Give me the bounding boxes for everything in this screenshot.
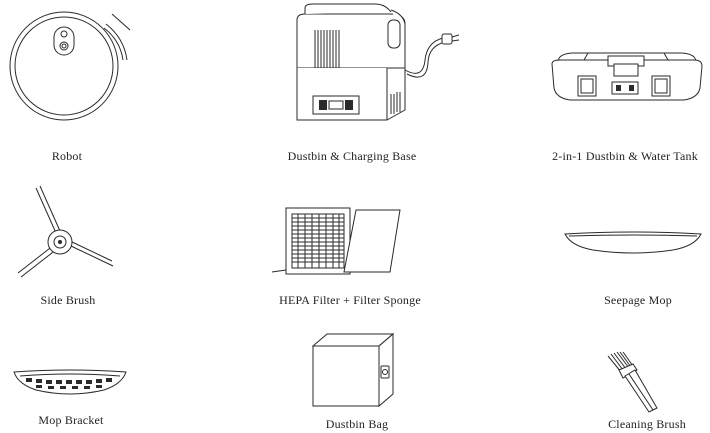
- dustbin-bag-icon: [307, 332, 399, 410]
- item-label: Side Brush: [40, 293, 96, 307]
- item-label: Cleaning Brush: [608, 417, 686, 431]
- item-label: Dustbin & Charging Base: [287, 149, 417, 163]
- seepage-mop-icon: [563, 228, 703, 256]
- item-label: HEPA Filter + Filter Sponge: [279, 293, 421, 307]
- item-label: Robot: [51, 149, 83, 163]
- item-label: Dustbin Bag: [325, 417, 389, 431]
- side-brush-icon: [10, 185, 122, 285]
- dustbin-water-tank-icon: [548, 48, 708, 106]
- robot-vacuum-icon: [2, 10, 132, 122]
- item-label: Seepage Mop: [604, 293, 672, 307]
- hepa-filter-icon: [272, 200, 412, 278]
- item-label: 2-in-1 Dustbin & Water Tank: [552, 149, 698, 163]
- cleaning-brush-icon: [603, 352, 663, 414]
- mop-bracket-icon: [12, 368, 128, 398]
- item-label: Mop Bracket: [38, 413, 104, 427]
- charging-base-icon: [285, 10, 465, 135]
